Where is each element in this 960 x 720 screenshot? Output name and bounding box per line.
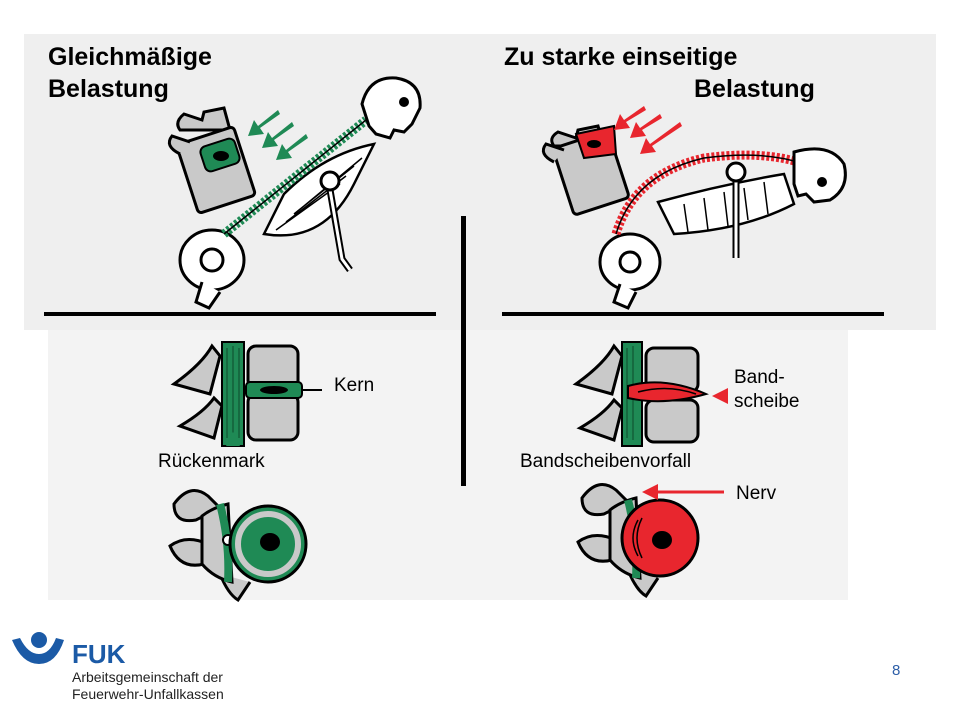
label-core: Kern <box>334 375 375 396</box>
logo-sub-line2: Feuerwehr-Unfallkassen <box>72 686 224 702</box>
logo-text-main: FUK <box>72 639 126 669</box>
healthy-vertebra-top-view <box>168 489 308 603</box>
fuk-logo <box>12 632 64 664</box>
herniated-vertebra-top-view <box>576 483 724 599</box>
logo-sub-line1: Arbeitsgemeinschaft der <box>72 669 223 685</box>
ground-line-left <box>44 312 436 316</box>
label-disc-line1: Band- <box>734 367 785 388</box>
spine-load-illustration <box>24 34 936 603</box>
left-title-line2: Belastung <box>48 75 169 103</box>
herniated-disc-side-view <box>572 341 728 447</box>
panel-divider <box>461 216 466 486</box>
injured-vertebra-detail <box>541 124 630 216</box>
label-herniation: Bandscheibenvorfall <box>520 451 692 472</box>
slide-number: 8 <box>892 662 901 679</box>
ground-line-right <box>502 312 884 316</box>
red-load-arrows <box>614 106 682 154</box>
healthy-disc-side-view <box>170 341 322 447</box>
label-nerve: Nerv <box>736 483 777 504</box>
logo-text-sub: Arbeitsgemeinschaft der Feuerwehr-Unfall… <box>72 669 224 703</box>
injured-skeleton <box>598 147 847 310</box>
left-title-line1: Gleichmäßige <box>48 43 212 71</box>
healthy-vertebra-detail <box>167 106 257 214</box>
healthy-skeleton <box>178 76 422 310</box>
green-load-arrows <box>248 110 308 160</box>
label-spinal-cord: Rückenmark <box>158 451 265 472</box>
right-title-line1: Zu starke einseitige <box>504 43 738 71</box>
right-title-line2: Belastung <box>694 75 815 103</box>
label-disc-line2: scheibe <box>734 391 800 412</box>
fuk-logo-icon <box>12 632 64 664</box>
